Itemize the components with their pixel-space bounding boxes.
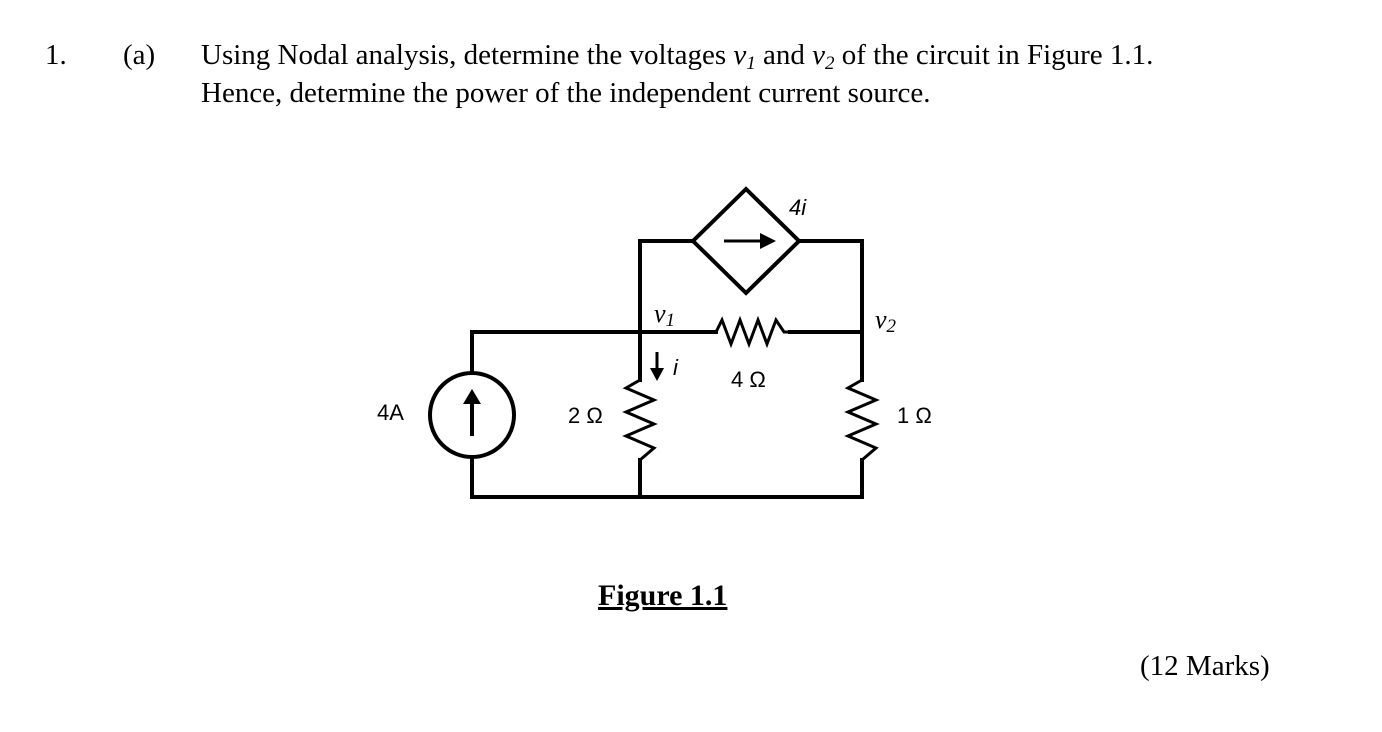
resistor-4ohm — [714, 315, 790, 349]
question-and: and — [755, 39, 813, 71]
label-dependent-4i: 4i — [789, 195, 807, 220]
label-node-v1: v1 — [654, 299, 675, 331]
label-2ohm: 2 Ω — [568, 403, 603, 428]
voltage-v1-symbol: v1 — [733, 39, 756, 74]
question-number: 1. — [45, 39, 67, 71]
wire-dep-right — [797, 239, 864, 334]
voltage-v2-symbol: v2 — [812, 39, 835, 74]
question-line-2: Hence, determine the power of the indepe… — [201, 77, 931, 109]
question-line-1-end: of the circuit in Figure 1.1. — [834, 39, 1154, 71]
resistor-2ohm — [622, 378, 658, 462]
label-1ohm: 1 Ω — [897, 403, 932, 428]
marks-label: (12 Marks) — [1140, 650, 1270, 682]
dependent-source-icon — [690, 186, 802, 296]
wire-v1-up — [638, 239, 695, 334]
question-text: Using Nodal analysis, determine the volt… — [201, 36, 1351, 112]
label-node-v2: v2 — [875, 305, 897, 337]
figure-caption: Figure 1.1 — [598, 579, 728, 612]
current-i-arrow-icon — [650, 352, 664, 381]
label-current-i: i — [673, 355, 679, 380]
current-source-icon — [428, 371, 516, 459]
label-4a: 4A — [377, 400, 404, 425]
resistor-1ohm — [844, 378, 880, 462]
label-4ohm: 4 Ω — [731, 367, 766, 392]
question-line-1-start: Using Nodal analysis, determine the volt… — [201, 39, 734, 71]
question-part-label: (a) — [123, 39, 156, 71]
question-line-1: Using Nodal analysis, determine the volt… — [201, 36, 1351, 74]
